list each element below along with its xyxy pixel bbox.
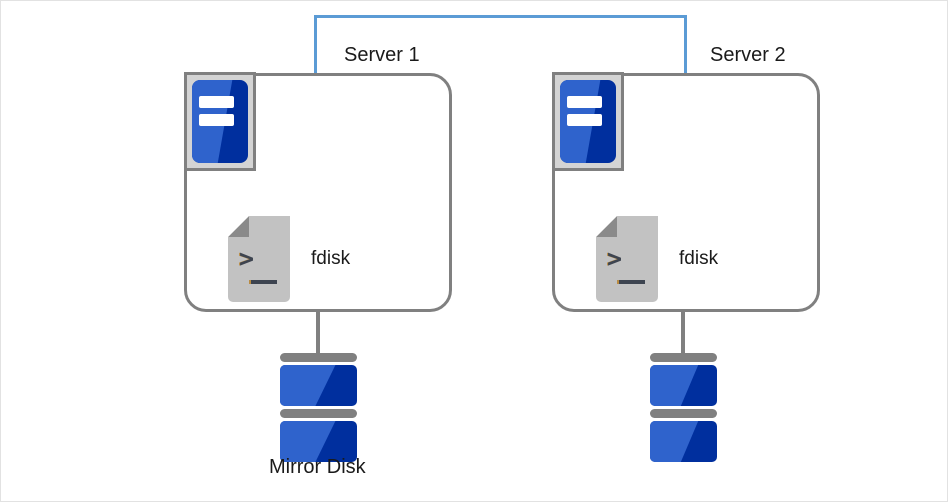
server2-disk-connector (681, 310, 685, 358)
server1-disk-connector (316, 310, 320, 358)
disk-platter-lower (280, 421, 357, 462)
server2-disk-icon (650, 353, 717, 465)
server-icon-bar-bottom (567, 114, 602, 127)
server-icon-body (560, 80, 616, 163)
server1-disk-icon (280, 353, 357, 465)
server1-label: Server 1 (344, 44, 420, 66)
disk-bar-middle (280, 409, 357, 418)
server-icon-body (192, 80, 248, 163)
network-interconnect-line (314, 15, 687, 75)
prompt-caret-icon: > (607, 244, 623, 273)
mirror-disk-label: Mirror Disk (269, 456, 366, 478)
disk-bar-top (650, 353, 717, 362)
disk-platter-lower (650, 421, 717, 462)
server1-fdisk-label: fdisk (311, 248, 351, 269)
prompt-caret-icon: > (239, 244, 255, 273)
server-icon (552, 72, 624, 171)
prompt-cursor-icon (619, 280, 645, 284)
disk-bar-middle (650, 409, 717, 418)
disk-bar-top (280, 353, 357, 362)
server2-fdisk-item: > fdisk (596, 216, 718, 302)
server-icon-bar-top (199, 95, 234, 109)
server-icon (184, 72, 256, 171)
server2-fdisk-label: fdisk (679, 248, 719, 269)
server-icon-bar-bottom (199, 114, 234, 127)
server2-label: Server 2 (710, 44, 786, 66)
terminal-document-icon: > (596, 216, 658, 302)
disk-platter-upper (650, 365, 717, 406)
prompt-cursor-icon (251, 280, 277, 284)
terminal-document-icon: > (228, 216, 290, 302)
server1-fdisk-item: > fdisk (228, 216, 350, 302)
server-icon-bar-top (567, 95, 602, 109)
disk-platter-upper (280, 365, 357, 406)
